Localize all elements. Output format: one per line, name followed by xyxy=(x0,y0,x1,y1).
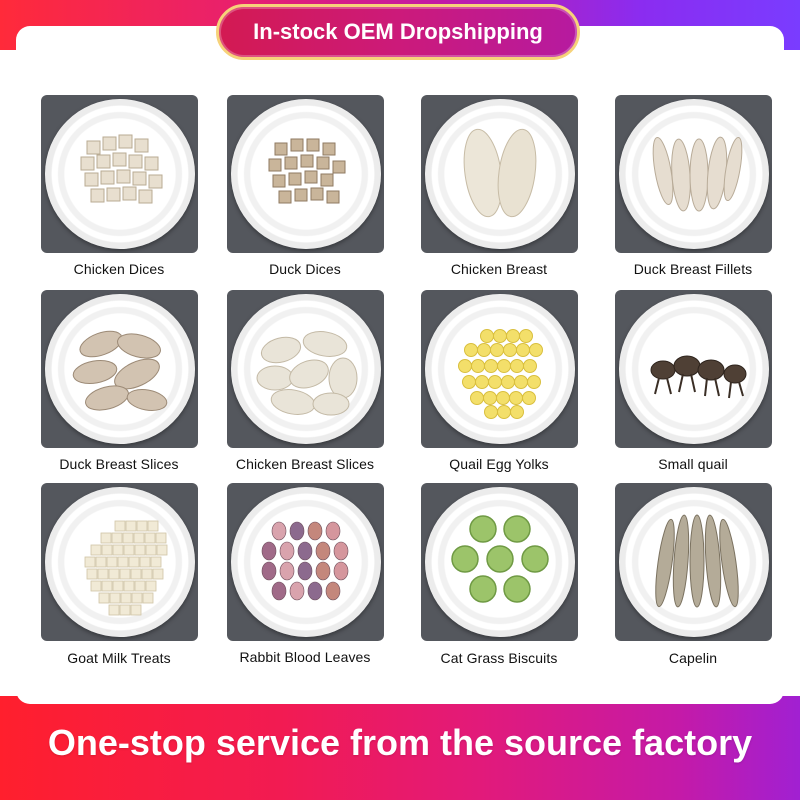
duck-breast-fillets-image xyxy=(618,99,769,249)
product-label: Chicken Breast xyxy=(450,261,548,277)
rabbit-blood-leaves-image xyxy=(230,487,381,637)
content-bottom-cap xyxy=(16,690,784,704)
small-quail-image xyxy=(618,294,769,444)
product-label: Duck Breast Slices xyxy=(59,456,179,472)
product-card-goat-milk-treats[interactable] xyxy=(41,483,198,641)
duck-dices-image xyxy=(230,99,381,249)
product-card-chicken-breast[interactable] xyxy=(421,95,578,253)
product-label: Capelin xyxy=(668,650,718,666)
product-card-duck-dices[interactable] xyxy=(227,95,384,253)
product-grid: Chicken Dices Duck Dices Chicken Breast … xyxy=(41,95,772,666)
product-label: Rabbit Blood Leaves xyxy=(239,649,371,665)
product-label: Small quail xyxy=(658,456,728,472)
product-card-quail-egg-yolks[interactable] xyxy=(421,290,578,448)
chicken-dices-image xyxy=(44,99,195,249)
product-card-cat-grass-biscuits[interactable] xyxy=(421,483,578,641)
bottom-gradient-band xyxy=(0,696,800,800)
product-label: Goat Milk Treats xyxy=(67,650,171,666)
product-label: Duck Dices xyxy=(269,261,341,277)
product-label: Chicken Dices xyxy=(73,261,165,277)
chicken-breast-image xyxy=(424,99,575,249)
quail-egg-yolks-image xyxy=(424,294,575,444)
duck-breast-slices-image xyxy=(44,294,195,444)
header-title-pill: In-stock OEM Dropshipping xyxy=(216,4,580,60)
cat-grass-biscuits-image xyxy=(424,487,575,637)
product-label: Duck Breast Fillets xyxy=(633,261,753,277)
product-card-capelin[interactable] xyxy=(615,483,772,641)
product-card-duck-breast-slices[interactable] xyxy=(41,290,198,448)
product-card-chicken-dices[interactable] xyxy=(41,95,198,253)
product-card-chicken-breast-slices[interactable] xyxy=(227,290,384,448)
footer-tagline: One-stop service from the source factory xyxy=(47,722,753,763)
chicken-breast-slices-image xyxy=(230,294,381,444)
product-label: Cat Grass Biscuits xyxy=(440,650,558,666)
goat-milk-treats-image xyxy=(44,487,195,637)
product-card-small-quail[interactable] xyxy=(615,290,772,448)
capelin-image xyxy=(618,487,769,637)
header-title: In-stock OEM Dropshipping xyxy=(253,19,543,44)
product-label: Chicken Breast Slices xyxy=(235,456,375,472)
product-card-rabbit-blood-leaves[interactable] xyxy=(227,483,384,641)
product-card-duck-breast-fillets[interactable] xyxy=(615,95,772,253)
product-label: Quail Egg Yolks xyxy=(449,456,549,472)
